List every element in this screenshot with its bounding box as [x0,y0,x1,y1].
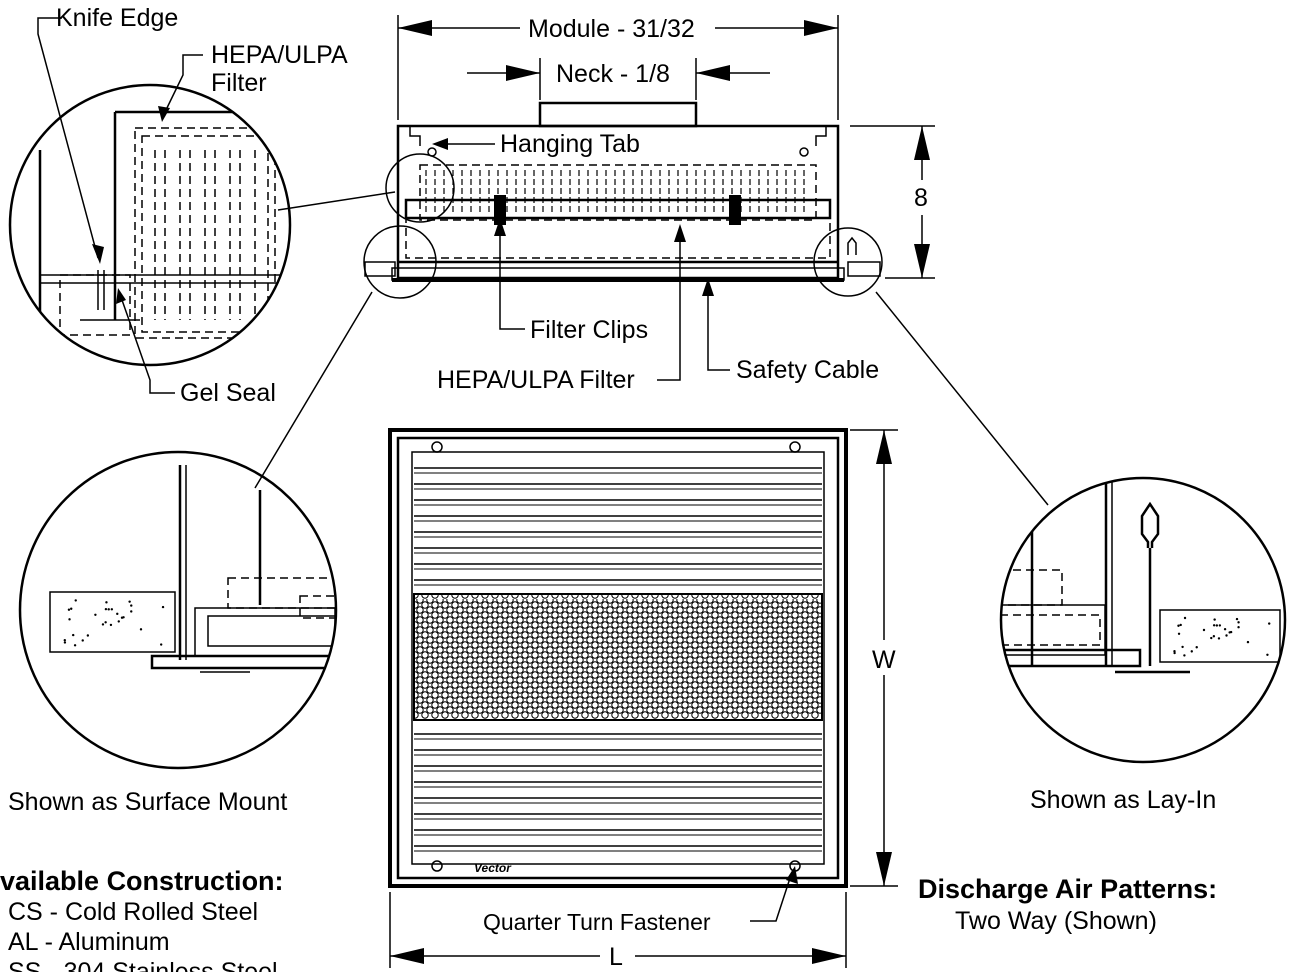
hepa-filter-leader [657,224,686,381]
knife-edge-detail [8,83,292,367]
hepa-top-label-2: Filter [211,69,267,97]
filter-clips-label: Filter Clips [530,316,648,344]
knife-edge-label: Knife Edge [56,4,178,32]
construction-title: vailable Construction: [0,866,284,896]
lay-in-label: Shown as Lay-In [1030,786,1216,814]
lay-in-detail [999,476,1287,764]
construction-item-ss: SS - 304 Stainless Steel [8,958,278,972]
length-dimension-label: L [609,943,623,971]
detail-leader-top [277,191,396,211]
section-assembly [363,15,935,299]
surface-mount-detail [18,450,338,770]
gel-seal-leader [116,288,175,394]
hepa-top-leader [158,54,203,122]
safety-cable-label: Safety Cable [736,356,879,384]
construction-item-cs: CS - Cold Rolled Steel [8,898,258,926]
gel-seal-label: Gel Seal [180,379,276,407]
brand-mark: Vector [474,861,512,875]
detail-leader-left [254,291,373,489]
module-dimension-label: Module - 31/32 [528,15,695,43]
detail-leader-right [875,291,1049,506]
height-dimension-label: 8 [914,184,928,212]
neck-dimension-label: Neck - 1/8 [556,60,670,88]
discharge-title: Discharge Air Patterns: [918,874,1217,904]
quarter-turn-label: Quarter Turn Fastener [483,909,711,935]
knife-edge-leader [37,17,104,264]
construction-item-al: AL - Aluminum [8,928,170,956]
surface-mount-label: Shown as Surface Mount [8,788,287,816]
hanging-tab-label: Hanging Tab [500,130,640,158]
filter-clips-leader [494,218,525,330]
face-view [388,428,898,968]
hepa-top-label-1: HEPA/ULPA [211,41,348,69]
safety-cable-leader [702,278,730,371]
width-dimension-label: W [872,646,896,674]
discharge-value: Two Way (Shown) [955,907,1157,935]
hepa-filter-label: HEPA/ULPA Filter [437,366,635,394]
